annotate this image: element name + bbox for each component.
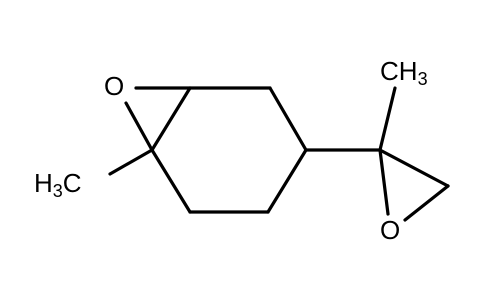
ring-bond-bottom-left (150, 148, 192, 214)
left-methyl-label: H3C (34, 168, 82, 201)
left-methyl-h: H (34, 168, 53, 198)
right-methyl-subscript: 3 (418, 69, 428, 89)
left-methyl-bond (108, 148, 154, 176)
right-methyl-ch: CH (380, 56, 418, 86)
left-epoxide-bond-bottom (124, 101, 154, 152)
right-epoxide-bond-top (378, 148, 450, 188)
ring-bond-bottom-right (266, 148, 308, 214)
right-methyl-label: CH3 (380, 56, 428, 89)
ring-bond-top-right (268, 86, 308, 152)
right-epoxide-oxygen-label: O (380, 215, 400, 245)
left-epoxide-oxygen-label: O (104, 71, 124, 101)
right-methyl-bond (378, 86, 397, 152)
left-methyl-c: C (63, 168, 82, 198)
right-epoxide-bond-left (378, 148, 390, 216)
left-methyl-subscript: 3 (53, 181, 63, 201)
right-epoxide-bond-bottom (403, 184, 450, 222)
ring-bond-left (150, 86, 192, 152)
